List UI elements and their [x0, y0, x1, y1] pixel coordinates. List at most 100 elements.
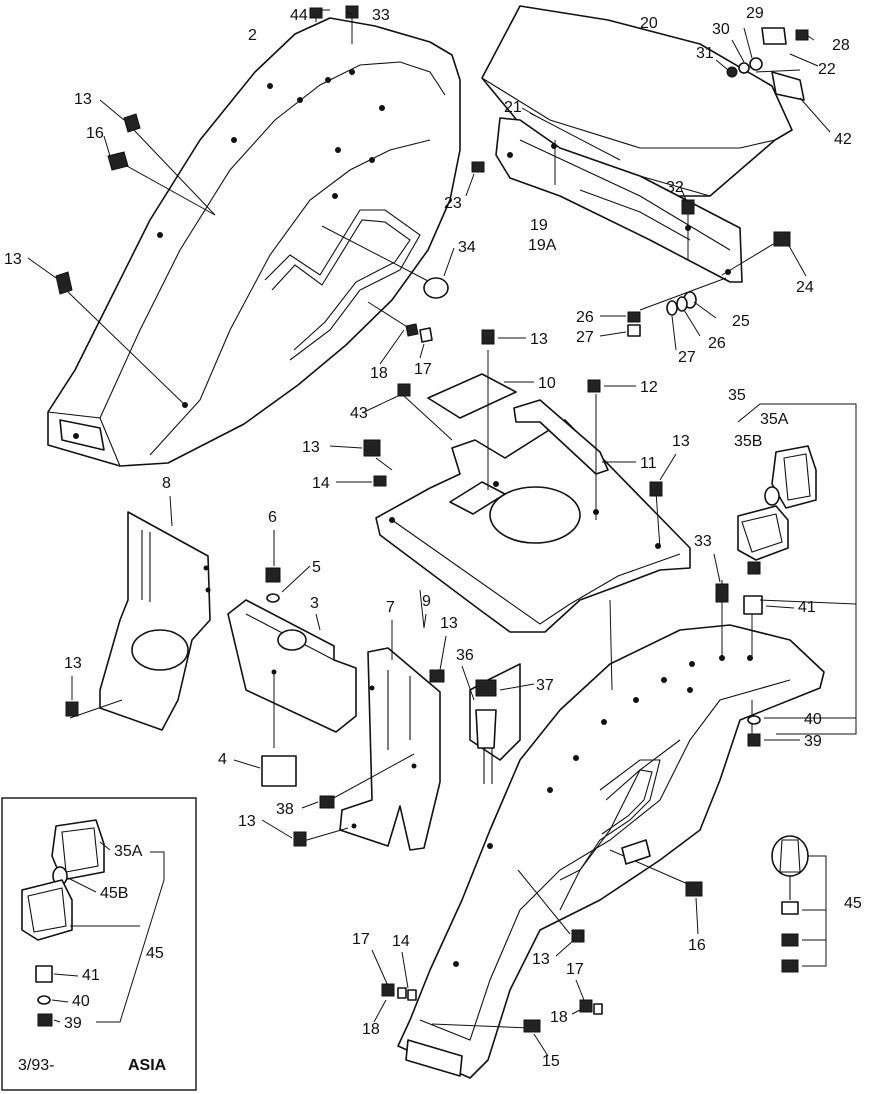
work-lamp-35: [737, 403, 857, 735]
bolt-13-platform-icon: [481, 329, 495, 345]
washer-17-right-icon: [593, 1003, 603, 1015]
bolt-32-icon: [681, 199, 695, 215]
label-14-b: 14: [392, 933, 410, 950]
label-24: 24: [796, 279, 814, 296]
label-13-g: 13: [64, 655, 82, 672]
label-5: 5: [312, 559, 321, 576]
inset-label-39: 39: [64, 1015, 82, 1032]
inset-label-35a: 35A: [114, 843, 143, 860]
inset-label-41: 41: [82, 967, 100, 984]
switch-assembly: [469, 663, 521, 784]
label-19a: 19A: [528, 237, 557, 254]
label-32: 32: [666, 179, 684, 196]
washer-17-icon: [419, 327, 433, 343]
label-13-a: 13: [74, 91, 92, 108]
bolt-13-bracket7-icon: [429, 669, 445, 683]
bolt-12-icon: [587, 379, 601, 393]
label-42: 42: [834, 131, 852, 148]
label-21: 21: [504, 99, 522, 116]
mount-4-icon: [261, 755, 297, 787]
label-13-e: 13: [672, 433, 690, 450]
label-33-right: 33: [694, 533, 712, 550]
nut-27-icon-b: [666, 300, 678, 316]
bolt-13-right-icon: [571, 929, 585, 943]
label-16-a: 16: [86, 125, 104, 142]
lamp-45: [771, 835, 827, 973]
bracket-7: [293, 647, 445, 851]
ring-30-icon: [738, 62, 750, 74]
label-17-c: 17: [566, 961, 584, 978]
label-2: 2: [248, 27, 257, 44]
bolt-13-lower-icon: [55, 271, 73, 295]
cover-bracket: [495, 117, 743, 283]
lamp-45-head-icon: [771, 835, 809, 877]
bolt-24-icon: [773, 231, 791, 247]
bolt-16-icon: [107, 151, 129, 171]
label-17-a: 17: [414, 361, 432, 378]
screw-28-icon: [795, 29, 809, 41]
label-13-c: 13: [530, 331, 548, 348]
label-20: 20: [640, 15, 658, 32]
washer-14-b-icon: [397, 987, 407, 999]
label-10: 10: [538, 375, 556, 392]
label-39: 39: [804, 733, 822, 750]
bolt-13-platform-b-icon: [363, 439, 381, 457]
label-36: 36: [456, 647, 474, 664]
bulb-35b-icon: [764, 486, 780, 506]
label-13-b: 13: [4, 251, 22, 268]
label-6: 6: [268, 509, 277, 526]
nut-33-icon: [345, 5, 359, 19]
label-41: 41: [798, 599, 816, 616]
bolt-13-bracket8-icon: [65, 701, 79, 717]
label-26-b: 26: [708, 335, 726, 352]
label-28: 28: [832, 37, 850, 54]
label-29: 29: [746, 5, 764, 22]
label-37: 37: [536, 677, 554, 694]
label-44: 44: [290, 7, 308, 24]
bolt-13-platform-c-icon: [649, 481, 663, 497]
label-27-b: 27: [678, 349, 696, 366]
label-45: 45: [844, 895, 862, 912]
bolt-13-bottom-icon: [293, 831, 307, 847]
washer-5-icon: [266, 593, 280, 603]
inset-date-code: 3/93-: [18, 1057, 54, 1074]
inset-spacer-41-icon: [35, 965, 53, 983]
inset-label-45b: 45B: [100, 885, 128, 902]
pointer-marks: [27, 11, 831, 1057]
label-25: 25: [732, 313, 750, 330]
nut-27-icon: [627, 324, 641, 337]
inset-region: ASIA: [128, 1057, 167, 1074]
washer-26-icon: [676, 296, 688, 312]
label-26-a: 26: [576, 309, 594, 326]
nut-31-icon: [726, 66, 738, 78]
label-31: 31: [696, 45, 714, 62]
label-4: 4: [218, 751, 227, 768]
washer-40-icon: [747, 715, 761, 725]
lens-29-icon: [749, 57, 763, 71]
nut-39-icon: [747, 733, 761, 747]
label-18-b: 18: [362, 1021, 380, 1038]
lamp-22-icon: [761, 27, 787, 45]
label-43: 43: [350, 405, 368, 422]
label-13-f: 13: [440, 615, 458, 632]
label-9: 9: [422, 593, 431, 610]
label-40: 40: [804, 711, 822, 728]
label-15: 15: [542, 1053, 560, 1070]
label-22: 22: [818, 61, 836, 78]
inset-label-45: 45: [146, 945, 164, 962]
label-8: 8: [162, 475, 171, 492]
nut-26-icon: [627, 311, 641, 323]
left-fender: [47, 17, 461, 467]
nut-33-right-icon: [715, 583, 729, 603]
fender-assembly-lines: [67, 9, 431, 406]
label-7: 7: [386, 599, 395, 616]
label-13-i: 13: [532, 951, 550, 968]
nut-6-icon: [265, 567, 281, 583]
bracket-3: [227, 567, 357, 787]
washer-14-icon: [373, 475, 387, 487]
platform-plate: [375, 419, 691, 633]
label-13-h: 13: [238, 813, 256, 830]
label-30: 30: [712, 21, 730, 38]
lamp-35a-icon: [771, 445, 817, 509]
bracket-11: [513, 399, 609, 475]
